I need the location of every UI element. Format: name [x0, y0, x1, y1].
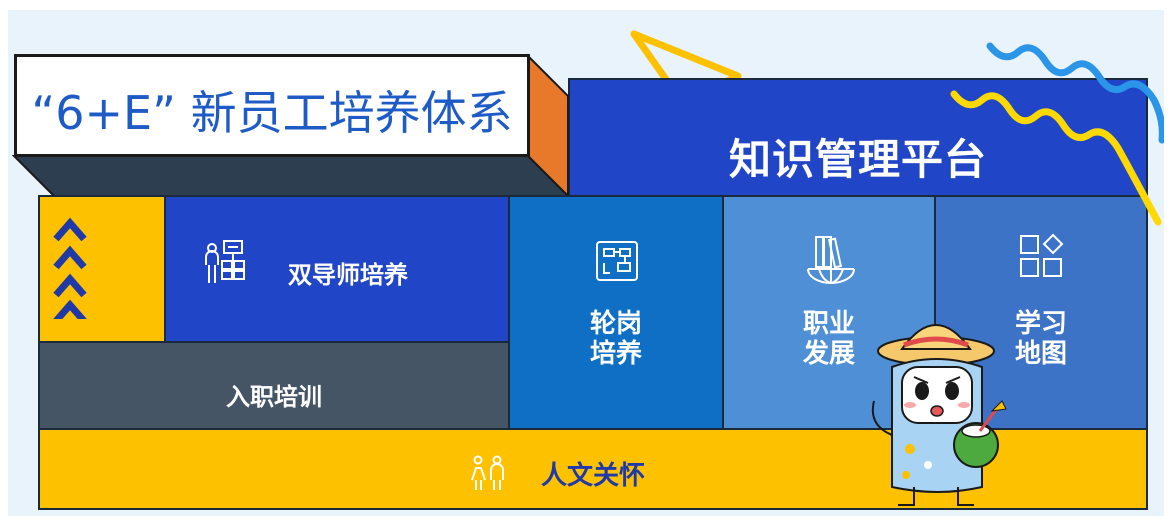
dual-mentor-block: 双导师培养 [164, 195, 510, 345]
grid-shapes-icon [1020, 233, 1064, 277]
title-box: “6+E” 新员工培养体系 [14, 54, 530, 157]
onboarding-label: 入职培训 [226, 383, 322, 411]
career-label: 职业 发展 [802, 309, 855, 369]
mascot-illustration [871, 324, 1007, 506]
wavy-line-decoration [950, 42, 1164, 226]
flowchart-board-icon [596, 241, 638, 281]
progress-arrows-block [38, 195, 166, 345]
onboarding-block: 入职培训 [38, 341, 510, 430]
knowledge-platform-label: 知识管理平台 [728, 135, 987, 184]
humanistic-care-label: 人文关怀 [540, 461, 645, 491]
rotation-label: 轮岗 培养 [589, 309, 642, 369]
title-box-bottom [12, 155, 571, 197]
diagram-panel: 知识管理平台 “6+E” 新员工培养体系 [8, 10, 1164, 516]
dual-mentor-label: 双导师培养 [288, 261, 408, 289]
knowledge-platform-block: 知识管理平台 [568, 78, 1148, 208]
books-globe-icon [807, 236, 855, 284]
learning-map-label: 学习 地图 [1014, 309, 1067, 369]
page-title: “6+E” 新员工培养体系 [31, 86, 513, 140]
mentor-presentation-icon [205, 240, 245, 283]
chevron-up-icon [53, 217, 87, 319]
rotation-block: 轮岗 培养 [508, 195, 724, 430]
people-icon [471, 455, 504, 490]
